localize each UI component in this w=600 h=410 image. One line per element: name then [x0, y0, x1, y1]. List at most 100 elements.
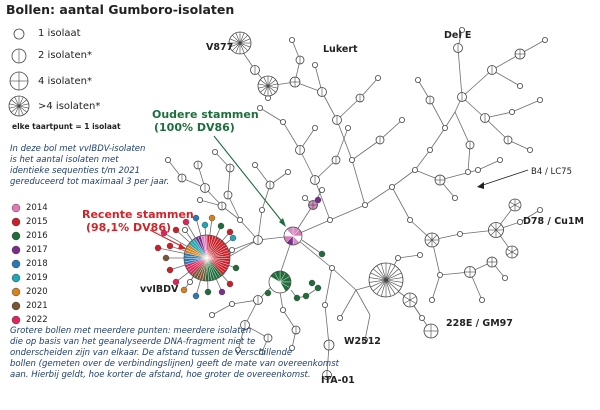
network-edge — [414, 149, 431, 171]
network-edge — [359, 77, 379, 99]
isolate-node-single — [284, 168, 291, 175]
isolate-node — [425, 95, 435, 105]
isolate-node-single — [406, 216, 413, 223]
isolate-node — [322, 370, 332, 380]
isolate-node — [480, 113, 490, 123]
network-edge — [391, 169, 416, 188]
isolate-node-single — [344, 125, 351, 132]
recent-strains-pct: (98,1% DV86) — [86, 221, 171, 234]
isolate-node — [323, 339, 335, 351]
network-edge — [282, 121, 301, 151]
network-edge — [175, 229, 191, 244]
isolate-node-single — [508, 109, 515, 116]
isolate-node — [193, 160, 203, 170]
isolate-node-single — [208, 311, 215, 318]
isolate-node-single — [398, 117, 405, 124]
vvibdv-satellite — [232, 264, 240, 272]
isolate-node-single — [474, 166, 481, 173]
node-cluster — [457, 92, 467, 102]
network-edge — [321, 91, 338, 121]
network-edge — [397, 254, 421, 259]
legend-label-4: 4 isolaten* — [38, 76, 92, 87]
explanation-line: Grotere bollen met meerdere punten: meer… — [10, 326, 252, 336]
older-strains-pct: (100% DV86) — [154, 121, 235, 134]
node-cluster — [514, 48, 526, 60]
year-swatch — [11, 315, 21, 325]
network-edge — [511, 99, 541, 113]
isolate-node — [289, 76, 301, 88]
network-edge — [364, 186, 393, 206]
bubble-note-line: identieke sequenties t/m 2021 — [10, 166, 141, 176]
isolate-node-single — [258, 348, 265, 355]
network-edge — [324, 304, 330, 346]
bubble-note-line: In deze bol met vvIBDV-isolaten — [10, 144, 146, 154]
isolate-node — [487, 65, 497, 75]
legend-symbol-many — [8, 95, 30, 117]
vvibdv-satellite — [166, 242, 174, 250]
node-cluster — [486, 256, 498, 268]
older-strains-arrow — [213, 135, 285, 225]
node-cluster — [434, 174, 446, 186]
green-cluster — [268, 270, 292, 294]
network-edge — [185, 221, 197, 240]
vvibdv-satellite — [226, 228, 234, 236]
isolate-node-single — [394, 254, 401, 261]
older-strains-label: Oudere stammen (100% DV86) — [152, 108, 259, 134]
year-swatch — [11, 217, 21, 227]
isolate-node-single — [311, 62, 318, 69]
isolate-node — [265, 180, 275, 190]
vvibdv-satellite — [226, 280, 234, 288]
legend-label-2: 2 isolaten* — [38, 50, 92, 61]
isolate-node-single — [236, 216, 243, 223]
network-edge — [429, 127, 446, 151]
legend-label-many: >4 isolaten* — [38, 101, 101, 112]
network-edge — [157, 247, 186, 254]
network-edge — [339, 289, 357, 319]
network-edge — [467, 144, 471, 173]
explanation-line: die op basis van het geanalyseerde DNA-f… — [10, 337, 256, 347]
annotation-arrows — [149, 135, 529, 249]
network-edge — [444, 111, 456, 129]
year-label-2022: 2022 — [26, 315, 48, 325]
isolate-dot — [308, 279, 316, 287]
year-label-2015: 2015 — [26, 217, 48, 227]
year-label-2016: 2016 — [26, 231, 48, 241]
year-swatch — [11, 287, 21, 297]
isolate-node-single — [537, 97, 544, 104]
isolate-node-single — [256, 105, 263, 112]
isolate-node-single — [414, 77, 421, 84]
isolate-node — [253, 235, 263, 245]
network-edge — [364, 314, 371, 341]
isolate-node — [331, 155, 341, 165]
year-label-2021: 2021 — [26, 301, 48, 311]
isolate-node — [291, 325, 301, 335]
label-v877: V877 — [206, 42, 234, 53]
network-edge — [461, 96, 486, 119]
isolate-node — [223, 190, 233, 200]
node-cluster — [508, 198, 522, 212]
isolate-node-single — [211, 148, 218, 155]
explanation-line: aan. Hierbij geldt, hoe korter de afstan… — [10, 370, 311, 380]
vvibdv-satellite — [208, 214, 216, 222]
isolate-node — [240, 320, 250, 330]
isolate-node — [295, 145, 305, 155]
network-edge — [351, 159, 366, 206]
explanation-line: bollen (gemeten over de verbindingslijne… — [10, 359, 339, 369]
isolate-node-single — [186, 278, 193, 285]
year-swatch — [11, 301, 21, 311]
isolate-node — [295, 55, 305, 65]
network-edge — [257, 209, 263, 241]
network-edge — [457, 47, 463, 98]
network-edge — [299, 149, 316, 181]
vvibdv-satellite — [192, 292, 200, 300]
label-228e-gm97: 228E / GM97 — [446, 318, 513, 329]
network-edge — [301, 239, 323, 255]
isolate-node-single — [348, 156, 355, 163]
network-edge — [324, 267, 333, 306]
network-edge — [439, 169, 479, 181]
year-label-2014: 2014 — [26, 203, 48, 213]
isolate-node-single — [542, 37, 549, 44]
isolate-dot — [314, 284, 322, 292]
recent-strains-arrow — [149, 229, 186, 249]
isolate-node — [217, 201, 227, 211]
